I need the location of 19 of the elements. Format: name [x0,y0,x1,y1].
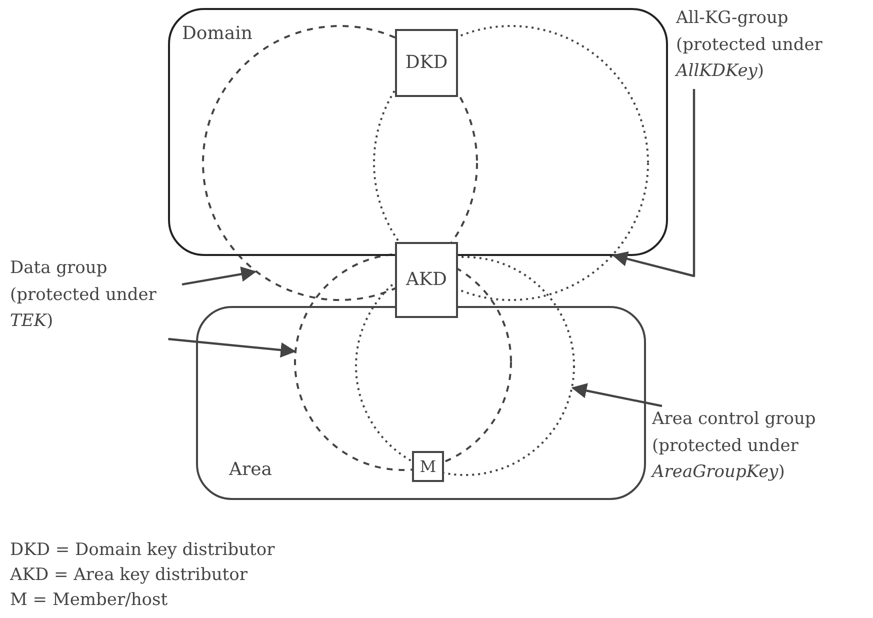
legend-text: AKD = Area key distributor [10,564,248,587]
legend-text: M = Member/host [10,589,169,612]
entity-box [412,451,444,482]
annotation-text: Area control group (protected under AreaGroupKey) [652,406,852,490]
region-outline [196,306,646,500]
annotation-text: All-KG-group (protected under AllKDKey) [676,5,856,89]
entity-label: DKD [405,54,448,72]
entity-box [395,29,458,97]
region-label: Domain [182,23,252,45]
arrow [182,266,257,286]
legend-text: DKD = Domain key distributor [10,539,275,562]
entity-box [395,242,458,318]
entity-label: M [420,458,436,474]
arrow [571,383,662,408]
region-label: Area [229,459,272,481]
annotation-text: Data group (protected under TEK) [10,255,182,339]
arrow [168,338,296,358]
entity-label: AKD [406,271,447,289]
arrow [612,89,696,278]
